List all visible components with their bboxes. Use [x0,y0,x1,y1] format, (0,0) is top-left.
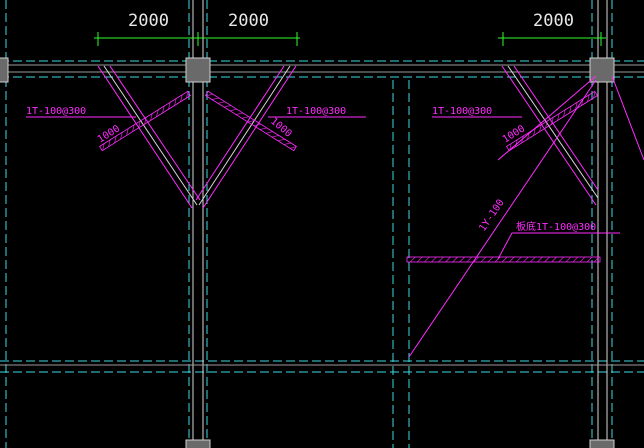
column-a [185,57,211,83]
diag-left-2 [103,65,198,206]
dimension-lines [94,32,606,46]
column-a-bottom [185,439,211,448]
diag-long [408,79,597,358]
diag-x-1 [501,65,597,206]
diag-right-3 [195,65,285,201]
rebar-label-bottom: 板底1T-100@300 [516,220,596,233]
dim-text-middle: 2000 [228,11,269,31]
leader-lines [26,116,620,260]
diag-right-2 [198,65,291,206]
dim-text-left: 2000 [128,11,169,31]
rebar-label-mid: 1T-100@300 [286,106,346,117]
rebar-bar-right [506,90,598,152]
diag-x-3 [513,65,599,191]
rebar-label-left: 1T-100@300 [26,106,86,117]
rebar-bar-left [99,90,191,152]
columns [0,57,615,448]
leader-bottom-tail [497,232,513,260]
column-b-bottom [589,439,615,448]
rebar-bar-bottom [406,256,601,263]
diag-edge-right [611,75,644,161]
diag-left-3 [109,65,201,201]
column-left-edge [0,57,9,83]
dim-text-right: 2000 [533,11,574,31]
rebar-bar-mid [205,90,297,152]
diag-right-1 [202,65,297,209]
corner-diagonals [97,65,644,358]
rebar-bars [99,90,601,263]
column-b [589,57,615,83]
diag-left-1 [97,65,193,209]
diag-x-2 [507,65,599,199]
rebar-label-right: 1T-100@300 [432,106,492,117]
